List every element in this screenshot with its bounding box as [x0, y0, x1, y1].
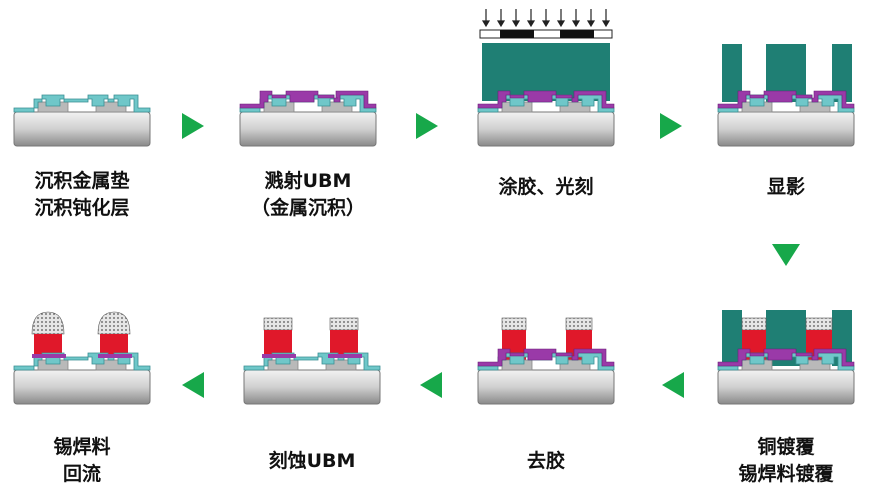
- step-8-line-1: 锡焊料: [53, 436, 111, 458]
- right-arrow-icon: [660, 113, 682, 143]
- step-1-line-1: 沉积金属垫: [34, 170, 130, 192]
- down-arrow-icon: [772, 244, 800, 270]
- step-4-line-1: 显影: [766, 176, 805, 198]
- step-5-line-2: 锡焊料镀覆: [738, 463, 834, 485]
- step-3-line-1: 涂胶、光刻: [498, 176, 594, 198]
- step-5-label: 铜镀覆 锡焊料镀覆: [696, 434, 871, 488]
- step-5-line-1: 铜镀覆: [757, 436, 815, 458]
- left-arrow-icon: [662, 372, 684, 402]
- right-arrow-icon: [416, 113, 438, 143]
- stage-6-diagram: [476, 308, 616, 408]
- step-2-line-2: （金属沉积）: [250, 197, 365, 219]
- stage-1-diagram: [12, 88, 152, 150]
- step-2-label: 溅射UBM （金属沉积）: [218, 168, 398, 222]
- step-4-label: 显影: [696, 174, 871, 201]
- step-3-label: 涂胶、光刻: [456, 174, 636, 201]
- step-7-line-1: 刻蚀UBM: [268, 450, 356, 472]
- step-8-label: 锡焊料 回流: [0, 434, 172, 488]
- stage-5-diagram: [716, 308, 856, 408]
- step-6-line-1: 去胶: [526, 450, 565, 472]
- stage-4-diagram: [716, 42, 856, 150]
- left-arrow-icon: [182, 372, 204, 402]
- step-2-line-1: 溅射UBM: [264, 170, 352, 192]
- stage-8-diagram: [12, 308, 152, 408]
- step-6-label: 去胶: [456, 448, 636, 475]
- step-1-line-2: 沉积钝化层: [34, 197, 130, 219]
- stage-2-diagram: [238, 88, 378, 150]
- step-7-label: 刻蚀UBM: [222, 448, 402, 475]
- left-arrow-icon: [420, 372, 442, 402]
- step-8-line-2: 回流: [62, 463, 101, 485]
- step-1-label: 沉积金属垫 沉积钝化层: [0, 168, 172, 222]
- right-arrow-icon: [182, 113, 204, 143]
- stage-7-diagram: [242, 308, 382, 408]
- stage-3-diagram: [476, 5, 616, 150]
